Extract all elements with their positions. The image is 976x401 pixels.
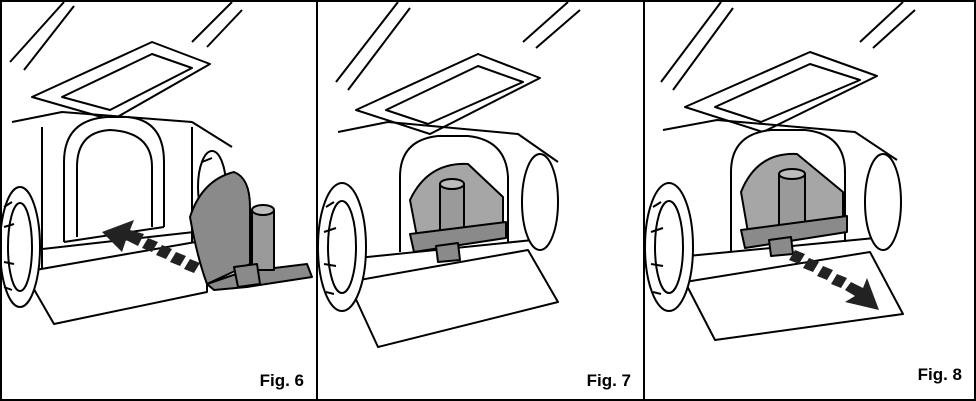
grass-deflector <box>189 171 313 291</box>
remove-arrow-icon <box>789 250 879 310</box>
figure-caption-6: Fig. 6 <box>259 371 304 390</box>
figure-panel-8: Fig. 8 <box>645 0 976 401</box>
figure-panel-6: Fig. 6 <box>0 0 318 401</box>
figure-panel-7: Fig. 7 <box>318 0 645 401</box>
mower-illustration-fig8 <box>645 2 916 341</box>
insert-arrow-icon <box>102 220 200 273</box>
grass-deflector <box>409 162 507 263</box>
figure-caption-8: Fig. 8 <box>917 365 962 384</box>
mower-illustration-fig6 <box>2 2 313 325</box>
grass-deflector <box>740 152 848 257</box>
figure-caption-7: Fig. 7 <box>586 371 631 390</box>
mower-illustration-fig7 <box>318 2 581 348</box>
